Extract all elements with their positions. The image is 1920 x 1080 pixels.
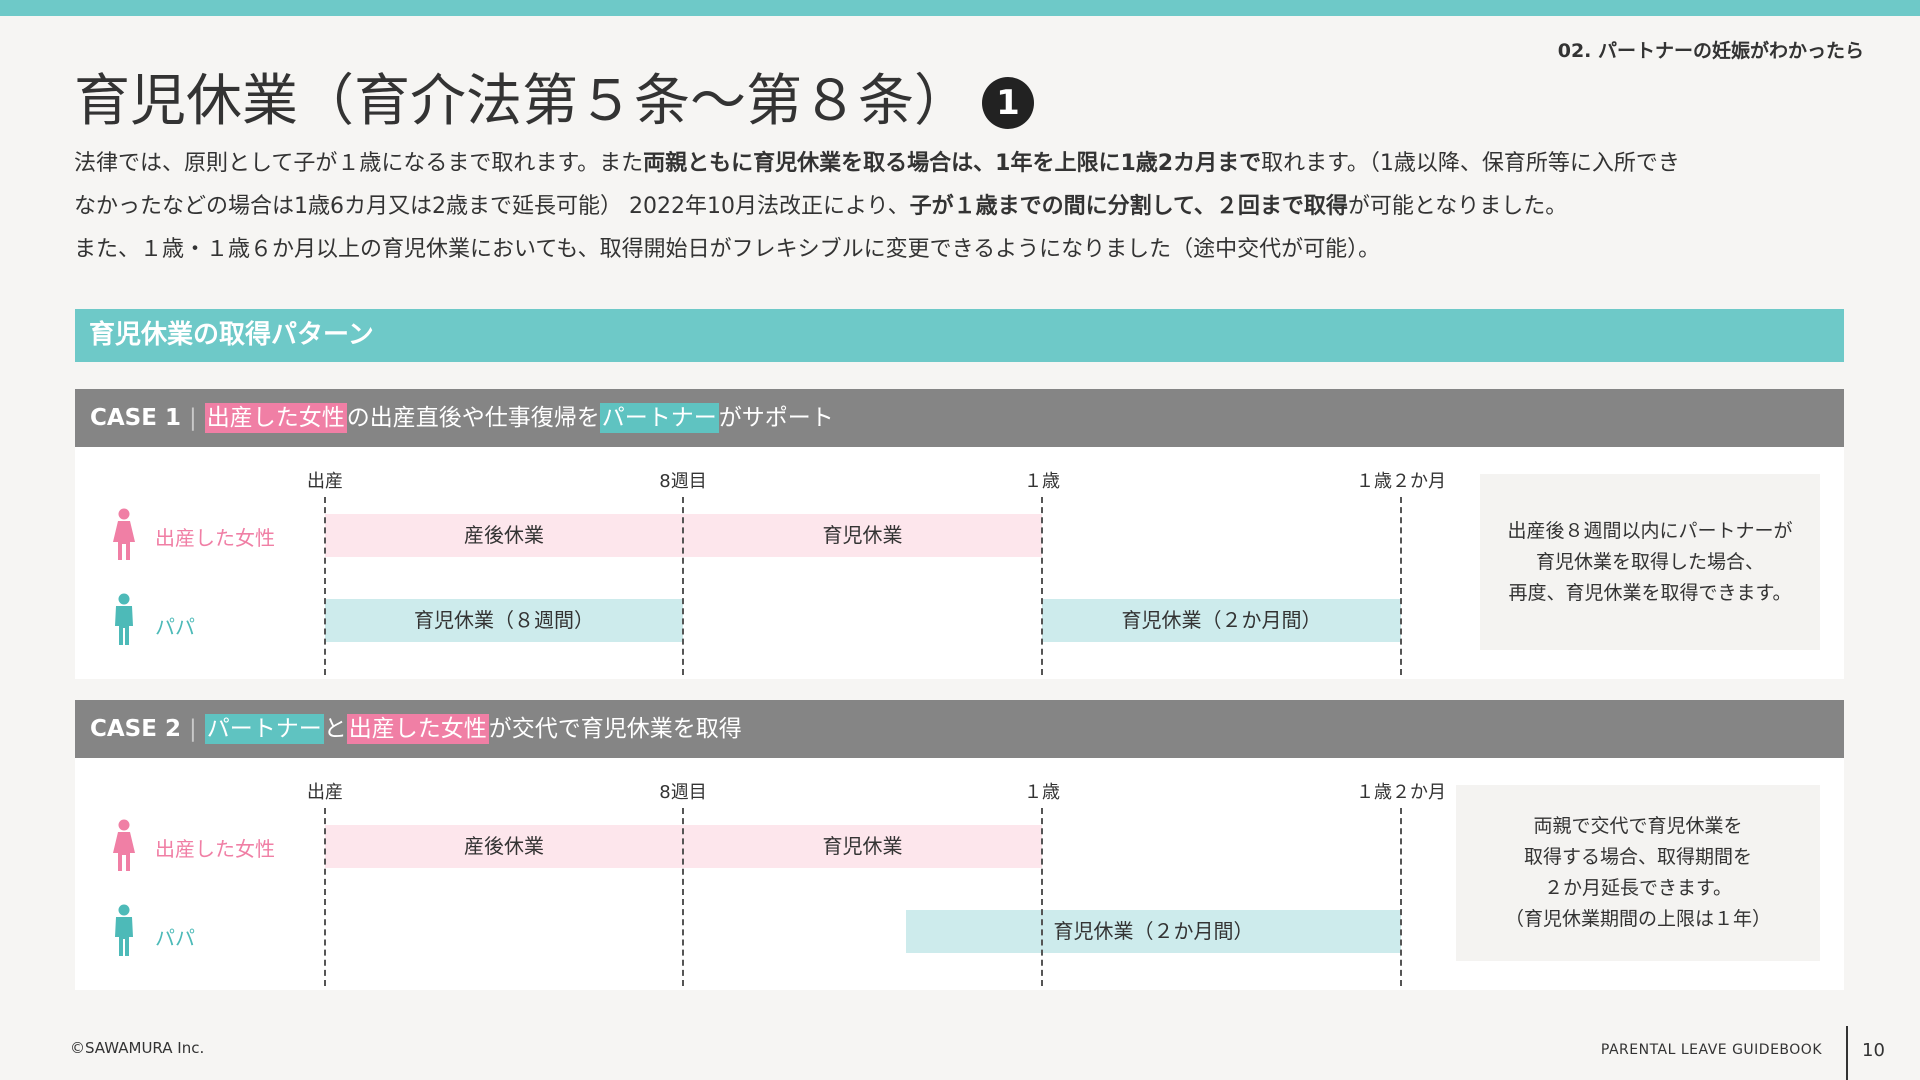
top-accent-bar — [0, 0, 1920, 16]
intro-l2-c: が可能となりました。 — [1347, 194, 1568, 219]
case-2-note: 両親で交代で育児休業を 取得する場合、取得期間を ２か月延長できます。 （育児休… — [1456, 785, 1820, 961]
case-2-separator: | — [188, 716, 197, 742]
case-2-highlight-partner: パートナー — [204, 714, 324, 744]
case-1-father-label: パパ — [155, 615, 195, 639]
intro-line-2: なかったなどの場合は1歳6カ月又は2歳まで延長可能） 2022年10月法改正によ… — [74, 185, 1854, 228]
case-2-highlight-mother: 出産した女性 — [346, 714, 489, 744]
tick-1-year: １歳 — [1024, 782, 1060, 803]
case-2-header: CASE 2 | パートナーと出産した女性が交代で育児休業を取得 — [75, 700, 1844, 758]
case-2-text-2: が交代で育児休業を取得 — [488, 716, 742, 742]
intro-line-1: 法律では、原則として子が１歳になるまで取れます。また両親ともに育児休業を取る場合… — [74, 142, 1854, 185]
title-number-badge: 1 — [982, 77, 1034, 129]
divider-8-weeks — [682, 497, 684, 675]
tick-1-year-2-months: １歳２か月 — [1356, 471, 1446, 492]
case-1-note-line-2: 育児休業を取得した場合、 — [1535, 550, 1764, 573]
case-2-note-line-4: （育児休業期間の上限は１年） — [1504, 908, 1771, 930]
tick-8-weeks: 8週目 — [659, 782, 707, 803]
tick-1-year-2-months: １歳２か月 — [1356, 782, 1446, 803]
guidebook-title: PARENTAL LEAVE GUIDEBOOK — [1600, 1042, 1822, 1058]
divider-1-year — [1041, 497, 1043, 675]
copyright: ©SAWAMURA Inc. — [70, 1039, 205, 1057]
woman-figure-icon — [113, 819, 135, 871]
intro-text: 法律では、原則として子が１歳になるまで取れます。また両親ともに育児休業を取る場合… — [74, 142, 1854, 271]
intro-l1-c: 取れます。（1歳以降、保育所等に入所でき — [1261, 151, 1680, 176]
woman-figure-icon — [113, 508, 135, 560]
case-1-timeline: 出産 8週目 １歳 １歳２か月 産後休業 育児休業 育児休業（８週間） 育児休業… — [75, 447, 1844, 679]
patterns-header: 育児休業の取得パターン — [75, 309, 1844, 362]
divider-1-year — [1041, 808, 1043, 986]
case-2-mother-label: 出産した女性 — [155, 837, 275, 861]
case-1-text-2: がサポート — [718, 405, 834, 431]
case-2-note-line-1: 両親で交代で育児休業を — [1533, 815, 1743, 837]
case-1-header: CASE 1 | 出産した女性の出産直後や仕事復帰をパートナーがサポート — [75, 389, 1844, 447]
divider-birth — [324, 497, 326, 675]
intro-l1-a: 法律では、原則として子が１歳になるまで取れます。また — [74, 151, 644, 176]
case-2-mother-childcare-bar: 育児休業 — [683, 825, 1042, 868]
case-1-mother-postpartum-bar: 産後休業 — [325, 514, 683, 557]
case-1-note-line-3: 再度、育児休業を取得できます。 — [1508, 581, 1792, 604]
page-title: 育児休業（育介法第５条〜第８条）1 — [74, 56, 1034, 137]
divider-8-weeks — [682, 808, 684, 986]
page-number: 10 — [1862, 1040, 1885, 1061]
divider-1-year-2-months — [1400, 808, 1402, 986]
case-1-note-line-1: 出産後８週間以内にパートナーが — [1507, 519, 1793, 542]
tick-8-weeks: 8週目 — [659, 471, 707, 492]
tick-1-year: １歳 — [1024, 471, 1060, 492]
case-1-mother-label: 出産した女性 — [155, 526, 275, 550]
man-figure-icon — [115, 593, 133, 645]
case-2-text-1: と — [323, 716, 347, 742]
case-1-highlight-partner: パートナー — [599, 403, 719, 433]
case-2-panel: CASE 2|パートナーと出産した女性が交代で育児休業を取得 出産 8週目 １歳… — [75, 700, 1844, 990]
case-1-note: 出産後８週間以内にパートナーが 育児休業を取得した場合、 再度、育児休業を取得で… — [1480, 474, 1820, 650]
case-1-number: CASE 1 — [90, 405, 181, 431]
intro-l2-a: なかったなどの場合は1歳6カ月又は2歳まで延長可能） 2022年10月法改正によ… — [74, 194, 910, 219]
case-2-timeline: 出産 8週目 １歳 １歳２か月 産後休業 育児休業 育児休業（２か月間） 出産し… — [75, 758, 1844, 990]
man-figure-icon — [115, 904, 133, 956]
footer-divider — [1846, 1026, 1848, 1080]
case-1-mother-childcare-bar: 育児休業 — [683, 514, 1042, 557]
case-1-father-8-weeks-bar: 育児休業（８週間） — [325, 599, 683, 642]
case-1-father-2-months-bar: 育児休業（２か月間） — [1042, 599, 1401, 642]
case-2-mother-postpartum-bar: 産後休業 — [325, 825, 683, 868]
case-2-father-2-months-bar: 育児休業（２か月間） — [906, 910, 1401, 953]
divider-1-year-2-months — [1400, 497, 1402, 675]
tick-birth: 出産 — [307, 782, 343, 803]
section-tag: 02. パートナーの妊娠がわかったら — [1557, 40, 1864, 62]
case-2-father-label: パパ — [155, 926, 195, 950]
page-title-text: 育児休業（育介法第５条〜第８条） — [74, 69, 970, 134]
case-1-panel: CASE 1|出産した女性の出産直後や仕事復帰をパートナーがサポート 出産 8週… — [75, 389, 1844, 679]
tick-birth: 出産 — [307, 471, 343, 492]
case-1-highlight-mother: 出産した女性 — [204, 403, 347, 433]
intro-l2-bold: 子が１歳までの間に分割して、２回まで取得 — [909, 194, 1348, 219]
case-2-number: CASE 2 — [90, 716, 181, 742]
intro-line-3: また、１歳・１歳６か月以上の育児休業においても、取得開始日がフレキシブルに変更で… — [74, 237, 1381, 262]
divider-birth — [324, 808, 326, 986]
intro-l1-bold: 両親ともに育児休業を取る場合は、1年を上限に1歳2カ月まで — [643, 151, 1262, 176]
case-2-note-line-2: 取得する場合、取得期間を — [1523, 846, 1752, 868]
case-1-separator: | — [188, 405, 197, 431]
case-2-note-line-3: ２か月延長できます。 — [1543, 877, 1733, 899]
case-1-text-1: の出産直後や仕事復帰を — [346, 405, 600, 431]
